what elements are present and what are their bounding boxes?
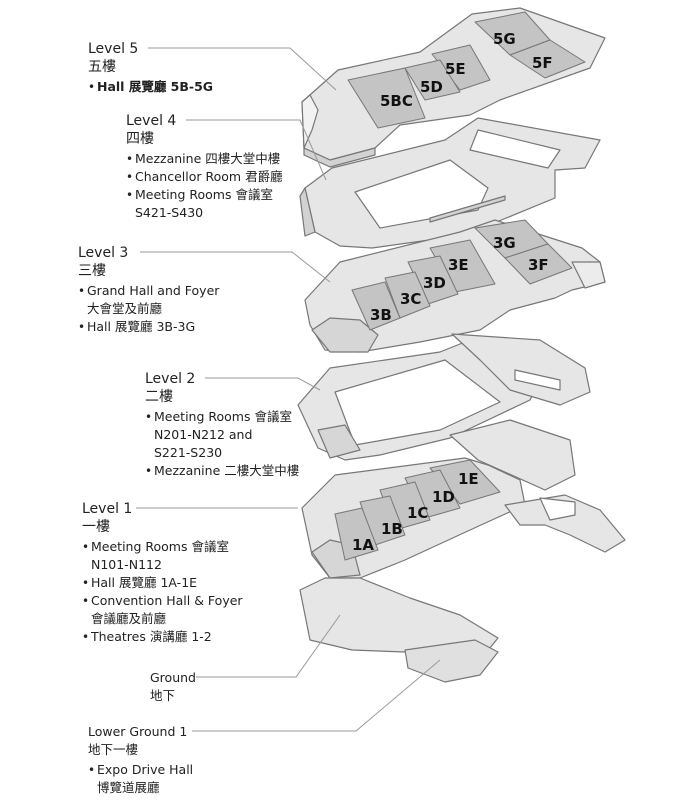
hall-5f-label: 5F <box>532 54 553 72</box>
leader-level-4 <box>186 119 327 181</box>
leader-level-2 <box>205 377 321 391</box>
leader-level-3 <box>140 251 331 283</box>
ground-zh: 地下 <box>150 688 176 703</box>
floor-level-4[interactable] <box>299 117 601 249</box>
list-item: Theatres 演講廳 1-2 <box>82 628 243 646</box>
list-item: Mezzanine 二樓大堂中樓 <box>145 462 299 480</box>
hall-5g-label: 5G <box>493 30 516 48</box>
level-4-items: Mezzanine 四樓大堂中樓 Chancellor Room 君爵廳 Meeti… <box>126 150 283 222</box>
list-item-text: Chancellor Room 君爵廳 <box>135 169 283 184</box>
list-item-text: Hall 展覽廳 3B-3G <box>87 319 196 334</box>
list-item-text: Hall 展覽廳 5B-5G <box>97 79 214 94</box>
lower-ground-items: Expo Drive Hall 博覽道展廳 <box>88 761 193 797</box>
list-item-text: Convention Hall & Foyer <box>91 593 243 608</box>
hall-5d-area[interactable] <box>404 59 461 101</box>
level-1-block: Level 1 一樓 Meeting Rooms 會議室 N101-N112Hal… <box>82 500 243 646</box>
lower-ground-title: Lower Ground 1 <box>88 724 188 739</box>
level-1-items: Meeting Rooms 會議室 N101-N112Hall 展覽廳 1A-1E… <box>82 538 243 646</box>
hall-3b-area[interactable] <box>351 281 401 331</box>
hall-3c-label: 3C <box>400 290 421 308</box>
list-item-text: Hall 展覽廳 1A-1E <box>91 575 198 590</box>
hall-1e-label: 1E <box>458 470 479 488</box>
list-item-text: N101-N112 <box>91 557 162 572</box>
level-3-zh: 三樓 <box>78 263 106 279</box>
level-3-items: Grand Hall and Foyer 大會堂及前廳 Hall 展覽廳 3B-3G <box>78 282 219 336</box>
level-1-zh: 一樓 <box>82 519 110 535</box>
lower-ground-zh: 地下一樓 <box>88 742 139 757</box>
list-item: Hall 展覽廳 1A-1E <box>82 574 243 592</box>
level-3-block: Level 3 三樓 Grand Hall and Foyer 大會堂及前廳 Hal… <box>78 244 219 336</box>
hall-3b-label: 3B <box>370 306 392 324</box>
level-2-title: Level 2 <box>145 371 196 387</box>
level-5-title: Level 5 <box>88 41 139 57</box>
level-4-zh: 四樓 <box>126 131 154 147</box>
list-item: Mezzanine 四樓大堂中樓 <box>126 150 283 168</box>
hall-3f-area[interactable] <box>504 243 573 285</box>
list-item-text: N201-N212 and <box>154 427 253 442</box>
hall-3c-area[interactable] <box>384 271 431 319</box>
leader-lower-ground <box>192 659 441 732</box>
hall-5bc-area[interactable] <box>347 67 426 129</box>
list-item-text: Expo Drive Hall <box>97 762 194 777</box>
list-item-text: 會議廳及前廳 <box>91 611 167 626</box>
floor-level-2[interactable] <box>297 333 591 491</box>
list-item-text: Meeting Rooms 會議室 <box>154 409 292 424</box>
hall-1c-label: 1C <box>407 504 428 522</box>
level-4-title: Level 4 <box>126 113 177 129</box>
list-item: Meeting Rooms 會議室 S421-S430 <box>126 186 283 222</box>
list-item: Hall 展覽廳 3B-3G <box>78 318 219 336</box>
level-2-block: Level 2 二樓 Meeting Rooms 會議室 N201-N212 an… <box>145 370 299 480</box>
list-item: Expo Drive Hall 博覽道展廳 <box>88 761 193 797</box>
level-3-title: Level 3 <box>78 245 129 261</box>
level-5-items: Hall 展覽廳 5B-5G <box>88 78 213 96</box>
hall-3e-label: 3E <box>448 256 469 274</box>
list-item-text: Meeting Rooms 會議室 <box>135 187 273 202</box>
leader-level-5 <box>148 47 337 91</box>
list-item-text: Grand Hall and Foyer <box>87 283 220 298</box>
list-item-text: 大會堂及前廳 <box>87 301 163 316</box>
ground-block: Ground 地下 <box>150 669 196 707</box>
floor-ground[interactable] <box>299 577 499 683</box>
hall-1b-label: 1B <box>381 520 403 538</box>
list-item-text: Meeting Rooms 會議室 <box>91 539 229 554</box>
hall-5f-area[interactable] <box>509 39 586 79</box>
list-item: Hall 展覽廳 5B-5G <box>88 78 213 96</box>
lower-ground-block: Lower Ground 1 地下一樓 Expo Drive Hall 博覽道展廳 <box>88 723 193 797</box>
hall-3d-label: 3D <box>423 274 446 292</box>
list-item-text: Theatres 演講廳 1-2 <box>91 629 212 644</box>
level-2-zh: 二樓 <box>145 389 173 405</box>
list-item: Grand Hall and Foyer 大會堂及前廳 <box>78 282 219 318</box>
list-item-text: 博覽道展廳 <box>97 780 160 795</box>
list-item-text: S421-S430 <box>135 205 204 220</box>
hall-5d-label: 5D <box>420 78 443 96</box>
ground-title: Ground <box>150 670 196 685</box>
list-item-text: Mezzanine 二樓大堂中樓 <box>154 463 300 478</box>
list-item: Meeting Rooms 會議室 N101-N112 <box>82 538 243 574</box>
hall-5bc-label: 5BC <box>380 92 413 110</box>
level-5-block: Level 5 五樓 Hall 展覽廳 5B-5G <box>88 40 213 96</box>
level-4-block: Level 4 四樓 Mezzanine 四樓大堂中樓 Chancellor Ro… <box>126 112 283 222</box>
hall-1d-label: 1D <box>432 488 455 506</box>
level-5-zh: 五樓 <box>88 59 116 75</box>
list-item: Convention Hall & Foyer 會議廳及前廳 <box>82 592 243 628</box>
hall-5e-label: 5E <box>445 60 466 78</box>
list-item: Chancellor Room 君爵廳 <box>126 168 283 186</box>
level-1-title: Level 1 <box>82 501 133 517</box>
leader-ground <box>196 614 341 678</box>
hall-3f-label: 3F <box>528 256 549 274</box>
hall-3g-label: 3G <box>493 234 516 252</box>
hall-1a-area[interactable] <box>334 507 379 561</box>
list-item-text: S221-S230 <box>154 445 223 460</box>
hall-1a-label: 1A <box>352 536 374 554</box>
list-item-text: Mezzanine 四樓大堂中樓 <box>135 151 281 166</box>
